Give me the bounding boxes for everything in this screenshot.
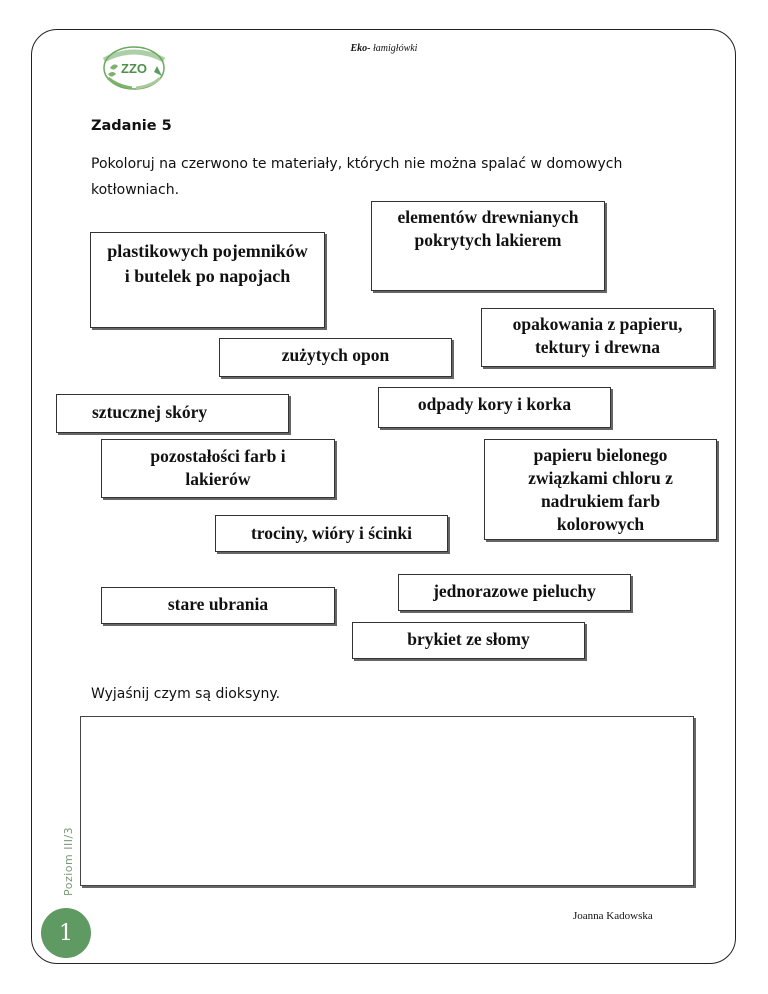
material-label: odpady kory i korka — [417, 394, 572, 414]
level-label: Poziom III/3 — [62, 826, 75, 896]
material-box[interactable]: zużytych opon — [219, 338, 452, 377]
material-label: opakowania z papieru, tektury i drewna — [512, 314, 683, 357]
material-label: brykiet ze słomy — [407, 629, 530, 649]
answer-field[interactable] — [80, 716, 694, 886]
material-box[interactable]: brykiet ze słomy — [352, 622, 585, 659]
material-box[interactable]: opakowania z papieru, tektury i drewna — [481, 308, 714, 367]
author-name: Joanna Kadowska — [573, 910, 653, 922]
material-label: stare ubrania — [167, 594, 269, 614]
material-label: trociny, wióry i ścinki — [250, 523, 413, 543]
material-box[interactable]: jednorazowe pieluchy — [398, 574, 631, 611]
header-title: Eko- łamigłówki — [350, 43, 418, 54]
page-frame — [31, 29, 736, 964]
material-box[interactable]: plastikowych pojemników i butelek po nap… — [90, 232, 325, 328]
material-label: jednorazowe pieluchy — [433, 581, 596, 601]
material-box[interactable]: papieru bielonego związkami chloru z nad… — [484, 439, 717, 540]
material-label: zużytych opon — [281, 345, 390, 365]
material-box[interactable]: elementów drewnianych pokrytych lakierem — [371, 201, 605, 291]
logo-text: ZZO — [121, 61, 147, 76]
material-label: papieru bielonego związkami chloru z nad… — [528, 445, 673, 534]
material-label: plastikowych pojemników i butelek po nap… — [107, 241, 308, 286]
material-box[interactable]: sztucznej skóry — [56, 394, 289, 433]
material-box[interactable]: odpady kory i korka — [378, 387, 611, 428]
material-box[interactable]: pozostałości farb i lakierów — [101, 439, 335, 498]
task-instruction: Pokoloruj na czerwono te materiały, któr… — [91, 156, 623, 198]
page-number-badge: 1 — [41, 908, 91, 958]
eco-logo-icon: ZZO — [102, 46, 166, 90]
material-label: pozostałości farb i lakierów — [150, 446, 286, 489]
task-title: Zadanie 5 — [91, 118, 172, 134]
material-label: sztucznej skóry — [92, 402, 208, 422]
material-box[interactable]: stare ubrania — [101, 587, 335, 624]
question-text: Wyjaśnij czym są dioksyny. — [91, 686, 281, 702]
material-label: elementów drewnianych pokrytych lakierem — [397, 207, 579, 250]
material-box[interactable]: trociny, wióry i ścinki — [215, 515, 448, 552]
